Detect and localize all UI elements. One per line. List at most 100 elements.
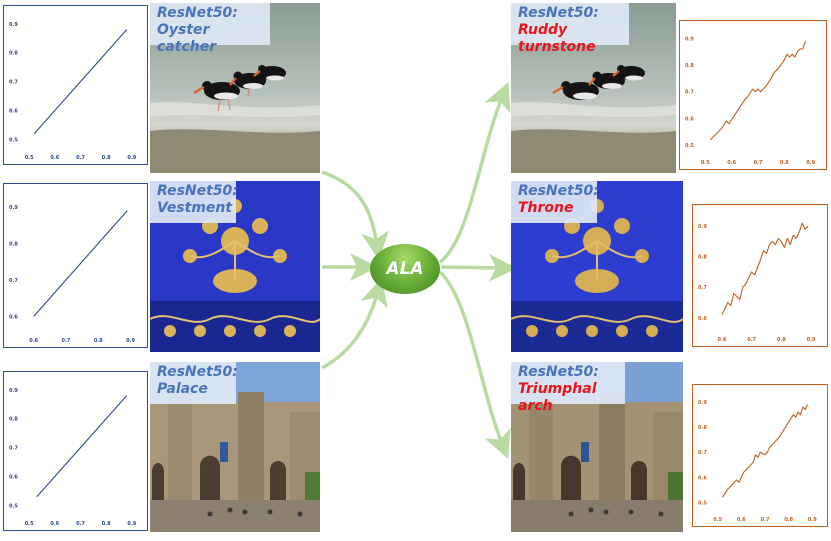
- input-3-xtick: 0.5: [25, 521, 34, 527]
- ala-node: ALA: [370, 244, 440, 294]
- output-2-ytick: 0.8: [698, 255, 707, 261]
- input-2-ytick: 0.7: [9, 278, 18, 284]
- output-1-ytick: 0.5: [685, 143, 694, 149]
- model-name: ResNet50:: [518, 5, 599, 21]
- input-2-xtick: 0.9: [126, 338, 135, 344]
- input-1-xtick: 0.9: [127, 155, 136, 161]
- input-1-ytick: 0.7: [9, 80, 18, 86]
- output-1-ytick: 0.7: [685, 90, 694, 96]
- output-3-xtick: 0.8: [784, 517, 793, 523]
- input-1-ytick: 0.6: [9, 108, 18, 114]
- plot-output-3-svg: 0.5 0.6 0.7 0.8 0.9 0.5 0.6 0.7 0.8 0.9: [698, 400, 817, 523]
- plot-input-2-svg: 0.6 0.7 0.8 0.9 0.6 0.7 0.8 0.9: [9, 205, 135, 344]
- output-2-ytick: 0.6: [698, 316, 707, 322]
- prediction-adversarial: Triumphal arch: [518, 381, 597, 414]
- output-3-ytick: 0.6: [698, 475, 707, 481]
- arrow-output-2: [440, 253, 517, 282]
- label-output-1: ResNet50: Ruddy turnstone: [511, 3, 629, 55]
- label-output-2: ResNet50: Throne: [511, 181, 599, 223]
- input-2-xtick: 0.7: [62, 338, 71, 344]
- model-name: ResNet50:: [157, 364, 238, 380]
- output-1-xtick: 0.9: [806, 160, 815, 166]
- input-1-series-line: [33, 29, 128, 134]
- input-3-xtick: 0.7: [76, 521, 85, 527]
- output-2-xtick: 0.6: [717, 337, 726, 343]
- output-3-ytick: 0.8: [698, 425, 707, 431]
- input-2-xtick: 0.8: [94, 338, 103, 344]
- input-3-ytick: 0.9: [9, 388, 18, 394]
- plot-input-3: 0.5 0.6 0.7 0.8 0.9 0.5 0.6 0.7 0.8 0.9: [3, 371, 148, 531]
- input-1-ytick: 0.5: [9, 137, 18, 143]
- output-1-xtick: 0.8: [780, 160, 789, 166]
- output-2-ytick: 0.9: [698, 224, 707, 230]
- input-2-ytick: 0.8: [9, 241, 18, 247]
- output-2-series-line: [721, 222, 809, 315]
- label-input-1: ResNet50: Oyster catcher: [150, 3, 270, 55]
- output-1-xtick: 0.7: [754, 160, 763, 166]
- input-3-xtick: 0.8: [102, 521, 111, 527]
- input-3-xtick: 0.9: [127, 521, 136, 527]
- arrow-output-3: [438, 270, 511, 459]
- input-2-ytick: 0.6: [9, 314, 18, 320]
- model-name: ResNet50:: [518, 364, 599, 380]
- prediction-original: Oyster catcher: [157, 22, 217, 55]
- input-2-ytick: 0.9: [9, 205, 18, 211]
- arrow-input-3: [321, 277, 388, 370]
- output-1-ytick: 0.6: [685, 116, 694, 122]
- input-3-series-line: [36, 395, 128, 498]
- plot-output-1-svg: 0.5 0.6 0.7 0.8 0.9 0.5 0.6 0.7 0.8 0.9: [685, 36, 816, 166]
- output-2-ytick: 0.7: [698, 285, 707, 291]
- ala-label: ALA: [386, 259, 424, 279]
- plot-output-1: 0.5 0.6 0.7 0.8 0.9 0.5 0.6 0.7 0.8 0.9: [679, 20, 827, 170]
- output-1-ytick: 0.9: [685, 36, 694, 42]
- input-2-series-line: [33, 210, 128, 317]
- output-3-xtick: 0.5: [713, 517, 722, 523]
- output-1-series-line: [710, 40, 807, 141]
- arrow-input-1: [321, 170, 389, 260]
- output-3-ytick: 0.7: [698, 450, 707, 456]
- output-3-ytick: 0.9: [698, 400, 707, 406]
- input-1-xtick: 0.6: [50, 155, 59, 161]
- label-output-3: ResNet50: Triumphal arch: [511, 362, 625, 414]
- input-2-xtick: 0.6: [29, 338, 38, 344]
- output-3-xtick: 0.7: [761, 517, 770, 523]
- input-1-xtick: 0.5: [25, 155, 34, 161]
- model-name: ResNet50:: [157, 183, 238, 199]
- plot-input-2: 0.6 0.7 0.8 0.9 0.6 0.7 0.8 0.9: [3, 183, 148, 348]
- input-3-ytick: 0.6: [9, 474, 18, 480]
- output-3-xtick: 0.6: [737, 517, 746, 523]
- input-3-ytick: 0.5: [9, 503, 18, 509]
- model-name: ResNet50:: [518, 183, 599, 199]
- output-1-ytick: 0.8: [685, 63, 694, 69]
- output-1-xtick: 0.5: [701, 160, 710, 166]
- input-1-xtick: 0.8: [102, 155, 111, 161]
- embroidery-adv-image: [511, 181, 683, 352]
- plot-input-1: 0.5 0.6 0.7 0.8 0.9 0.5 0.6 0.7 0.8 0.9: [3, 5, 148, 165]
- input-1-ytick: 0.9: [9, 22, 18, 28]
- input-3-xtick: 0.6: [50, 521, 59, 527]
- output-2-xtick: 0.7: [747, 337, 756, 343]
- output-2-xtick: 0.9: [807, 337, 816, 343]
- input-3-ytick: 0.8: [9, 417, 18, 423]
- arrow-output-1: [438, 82, 511, 264]
- plot-input-1-svg: 0.5 0.6 0.7 0.8 0.9 0.5 0.6 0.7 0.8 0.9: [9, 22, 137, 161]
- output-3-xtick: 0.9: [808, 517, 817, 523]
- label-input-2: ResNet50: Vestment: [150, 181, 238, 223]
- plot-input-3-svg: 0.5 0.6 0.7 0.8 0.9 0.5 0.6 0.7 0.8 0.9: [9, 388, 137, 527]
- prediction-original: Vestment: [157, 200, 233, 216]
- input-1-ytick: 0.8: [9, 51, 18, 57]
- label-input-3: ResNet50: Palace: [150, 362, 238, 404]
- input-1-xtick: 0.7: [76, 155, 85, 161]
- output-3-series-line: [722, 404, 809, 498]
- input-3-ytick: 0.7: [9, 446, 18, 452]
- output-3-ytick: 0.5: [698, 500, 707, 506]
- prediction-original: Palace: [157, 381, 208, 397]
- photo-output-embroidery: [511, 181, 683, 352]
- prediction-adversarial: Throne: [518, 200, 574, 216]
- plot-output-3: 0.5 0.6 0.7 0.8 0.9 0.5 0.6 0.7 0.8 0.9: [692, 384, 828, 527]
- output-1-xtick: 0.6: [727, 160, 736, 166]
- model-name: ResNet50:: [157, 5, 238, 21]
